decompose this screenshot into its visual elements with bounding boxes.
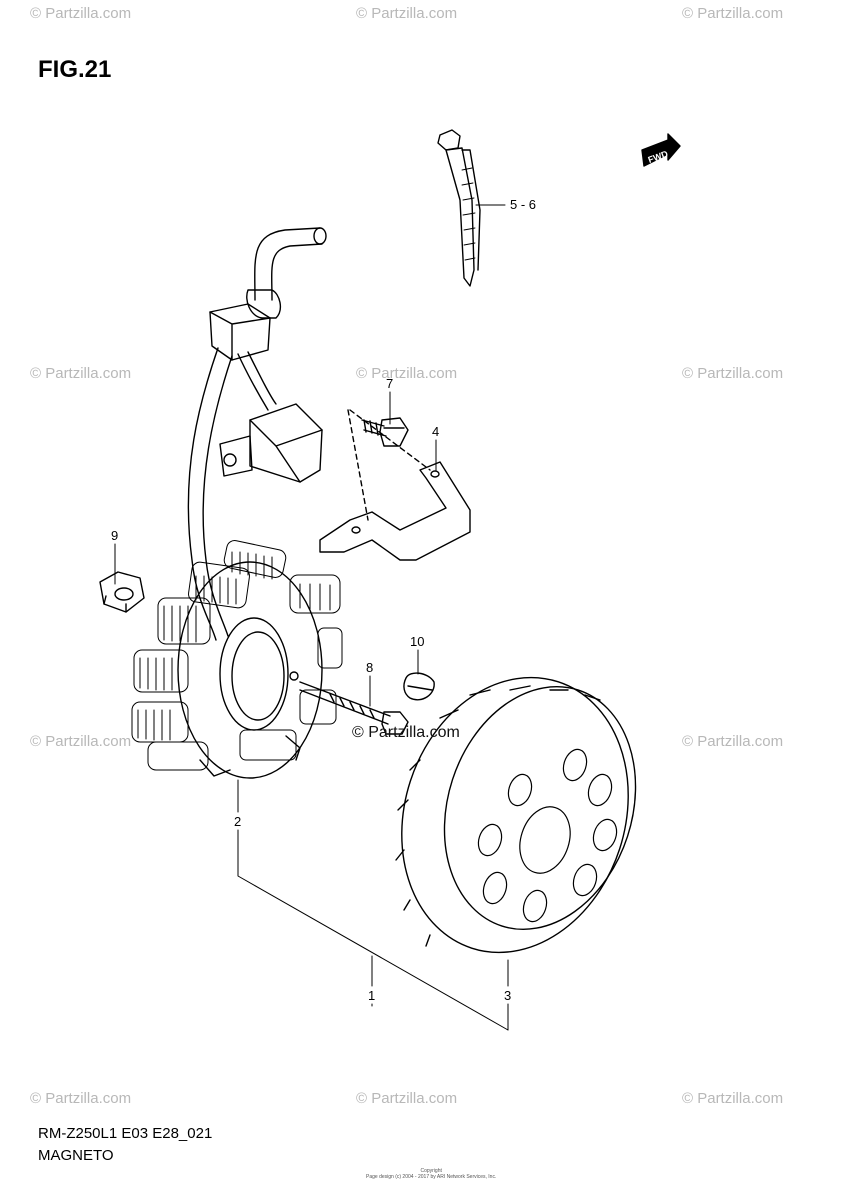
- callout-10: 10: [410, 634, 424, 649]
- watermark-top-left: © Partzilla.com: [30, 5, 132, 22]
- rotor-3-part: [395, 676, 637, 954]
- watermark-center-bold: © Partzilla.com: [352, 724, 460, 741]
- watermark-bottom-right: © Partzilla.com: [682, 1090, 784, 1107]
- copyright-notice: Copyright Page design (c) 2004 - 2017 by…: [366, 1168, 496, 1180]
- leader-lines: [114, 204, 509, 1031]
- stator-2-part: [131, 540, 343, 779]
- copyright-line-1: Copyright: [420, 1168, 442, 1174]
- callout-9: 9: [111, 528, 118, 543]
- callout-5-6: 5 - 6: [510, 197, 536, 212]
- callout-8: 8: [366, 660, 373, 675]
- watermark-mid-left: © Partzilla.com: [30, 365, 132, 382]
- fwd-direction-icon: FWD: [641, 133, 681, 167]
- bracket-4-part: [319, 409, 471, 561]
- watermark-mid-center: © Partzilla.com: [356, 365, 458, 382]
- copyright-line-2: Page design (c) 2004 - 2017 by ARI Netwo…: [366, 1174, 497, 1180]
- watermark-top-right: © Partzilla.com: [682, 5, 784, 22]
- callout-4: 4: [432, 424, 439, 439]
- watermark-low-left: © Partzilla.com: [30, 733, 132, 750]
- watermark-low-right: © Partzilla.com: [682, 733, 784, 750]
- watermark-bottom-left: © Partzilla.com: [30, 1090, 132, 1107]
- watermark-bottom-center: © Partzilla.com: [356, 1090, 458, 1107]
- model-code: RM-Z250L1 E03 E28_021: [38, 1125, 213, 1142]
- watermark-mid-right: © Partzilla.com: [682, 365, 784, 382]
- bolt-8-part: [299, 681, 409, 735]
- figure-caption: MAGNETO: [38, 1147, 114, 1164]
- callout-3: 3: [504, 988, 511, 1003]
- figure-title: FIG.21: [38, 56, 112, 83]
- wire-harness-part: [187, 227, 327, 641]
- watermark-top-center: © Partzilla.com: [356, 5, 458, 22]
- cable-tie-part: [437, 129, 481, 287]
- key-10-part: [403, 672, 435, 701]
- callout-2: 2: [234, 814, 241, 829]
- nut-9-part: [99, 571, 145, 613]
- bolt-7-part: [361, 417, 409, 447]
- callout-7: 7: [386, 376, 393, 391]
- callout-1: 1: [368, 988, 375, 1003]
